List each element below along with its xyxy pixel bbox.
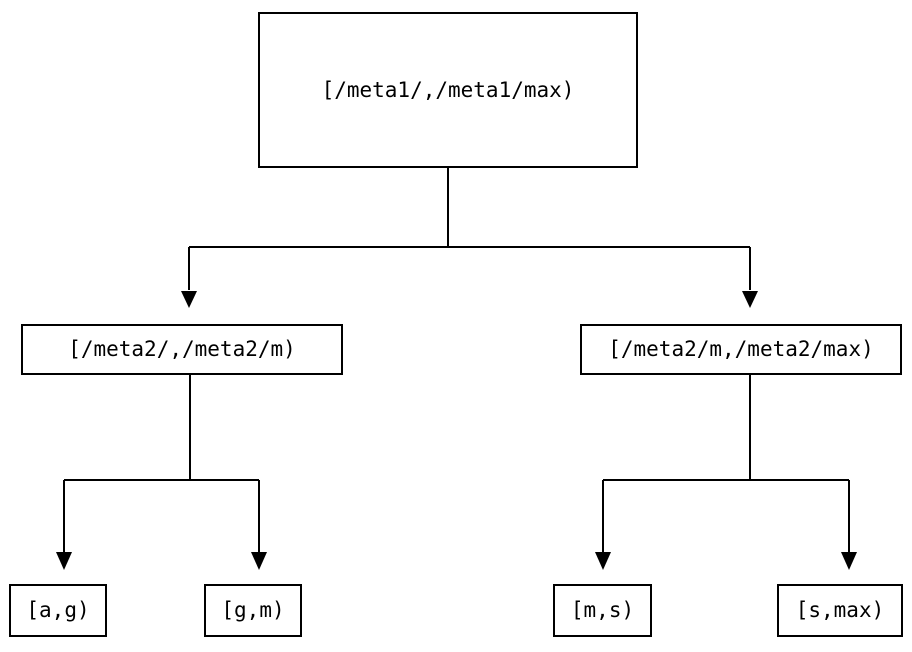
tree-node-root-label: [/meta1/,/meta1/max) [321, 77, 575, 102]
arrowhead-right-smax [841, 552, 857, 570]
tree-node-meta2-right[interactable]: [/meta2/m,/meta2/max) [580, 324, 902, 375]
tree-node-meta2-left-label: [/meta2/,/meta2/m) [68, 337, 296, 361]
tree-leaf-s-max-label: [s,max) [795, 598, 885, 622]
tree-leaf-m-s[interactable]: [m,s) [553, 584, 652, 637]
arrowhead-left-ag [56, 552, 72, 570]
arrowhead-left-gm [251, 552, 267, 570]
arrowhead-right-ms [595, 552, 611, 570]
tree-leaf-a-g-label: [a,g) [26, 598, 90, 622]
tree-node-root[interactable]: [/meta1/,/meta1/max) [258, 12, 638, 168]
arrowhead-root-right [742, 291, 758, 308]
tree-leaf-s-max[interactable]: [s,max) [777, 584, 903, 637]
tree-leaf-m-s-label: [m,s) [570, 598, 635, 622]
arrowhead-root-left [181, 291, 197, 308]
tree-leaf-g-m-label: [g,m) [221, 598, 285, 622]
tree-leaf-g-m[interactable]: [g,m) [204, 584, 302, 637]
tree-node-meta2-left[interactable]: [/meta2/,/meta2/m) [21, 324, 343, 375]
tree-node-meta2-right-label: [/meta2/m,/meta2/max) [608, 337, 874, 361]
tree-leaf-a-g[interactable]: [a,g) [9, 584, 107, 637]
